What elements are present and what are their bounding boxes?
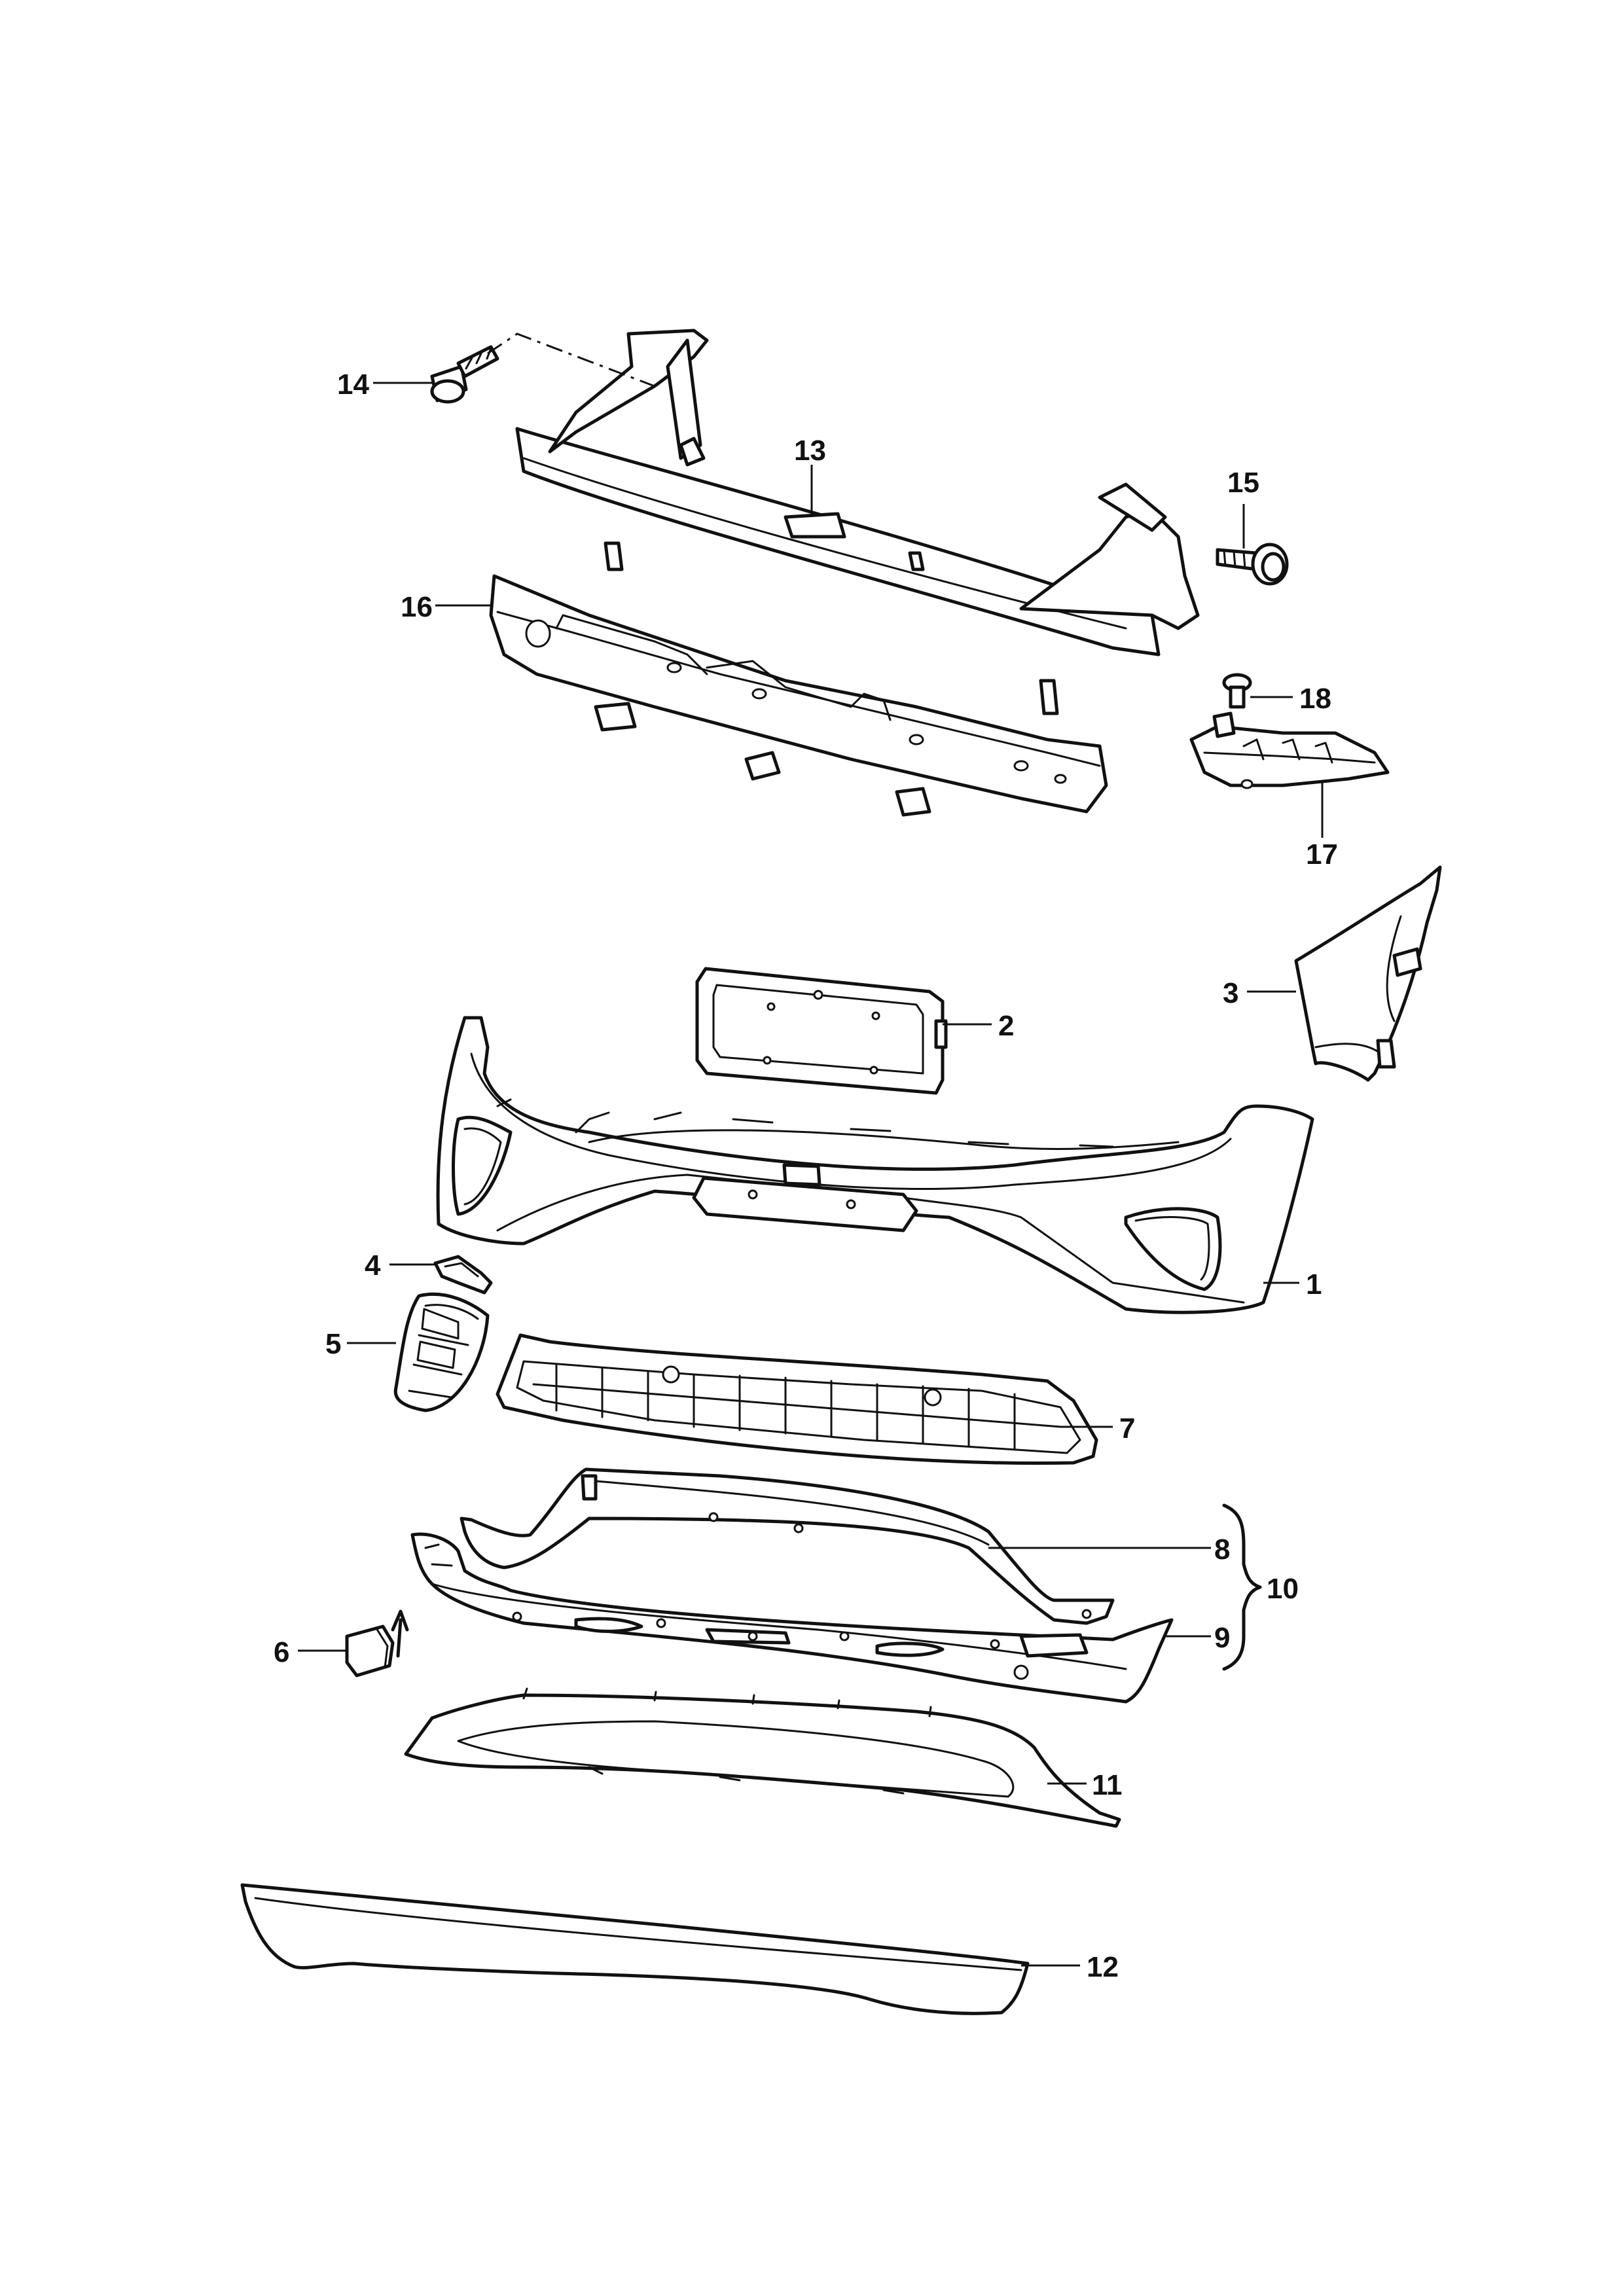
callout-17: 17 (1306, 838, 1338, 870)
part-8-trim-strip (460, 1467, 1115, 1625)
part-6-tow-eye-cap (345, 1609, 409, 1677)
callout-9: 9 (1214, 1622, 1230, 1654)
part-15-bolt (1216, 543, 1289, 586)
callout-1: 1 (1306, 1268, 1322, 1300)
part-5-fog-grille (393, 1292, 490, 1412)
callout-5: 5 (325, 1328, 341, 1360)
part-4-clip (433, 1255, 493, 1295)
callout-16: 16 (401, 591, 433, 623)
part-14-bolt (430, 345, 499, 404)
callout-7: 7 (1119, 1412, 1135, 1444)
bolt-14-axis-line (487, 332, 655, 387)
callout-2: 2 (998, 1010, 1014, 1042)
callout-3: 3 (1223, 977, 1238, 1009)
callout-6: 6 (274, 1636, 289, 1668)
callout-8: 8 (1214, 1534, 1230, 1566)
leader-lines (298, 382, 1324, 1967)
callout-4: 4 (365, 1249, 381, 1282)
part-11-lower-spoiler (404, 1687, 1121, 1828)
callout-18: 18 (1299, 683, 1331, 715)
callout-12: 12 (1087, 1951, 1119, 1983)
part-1-bumper-cover (436, 1016, 1314, 1314)
part-9-skid-plate-trim (410, 1532, 1174, 1704)
part-16-impact-absorber (489, 574, 1108, 817)
part-2-license-plate-bracket (695, 967, 948, 1095)
part-3-corner-cover (1294, 865, 1442, 1082)
callout-15: 15 (1227, 467, 1259, 499)
callout-labels: 14 13 15 16 18 17 2 3 4 1 5 7 8 10 9 6 1… (274, 368, 1338, 1983)
part-13-bumper-carrier (515, 329, 1200, 715)
part-17-side-bracket (1189, 725, 1390, 789)
callout-14: 14 (337, 368, 369, 401)
callout-10: 10 (1267, 1573, 1299, 1605)
callout-13: 13 (794, 435, 826, 467)
part-18-clip (1212, 673, 1252, 738)
brace-10-assembly (1222, 1503, 1262, 1671)
part-7-lower-grille (496, 1333, 1098, 1465)
part-12-front-lip (240, 1883, 1030, 2015)
callout-11: 11 (1092, 1769, 1123, 1801)
